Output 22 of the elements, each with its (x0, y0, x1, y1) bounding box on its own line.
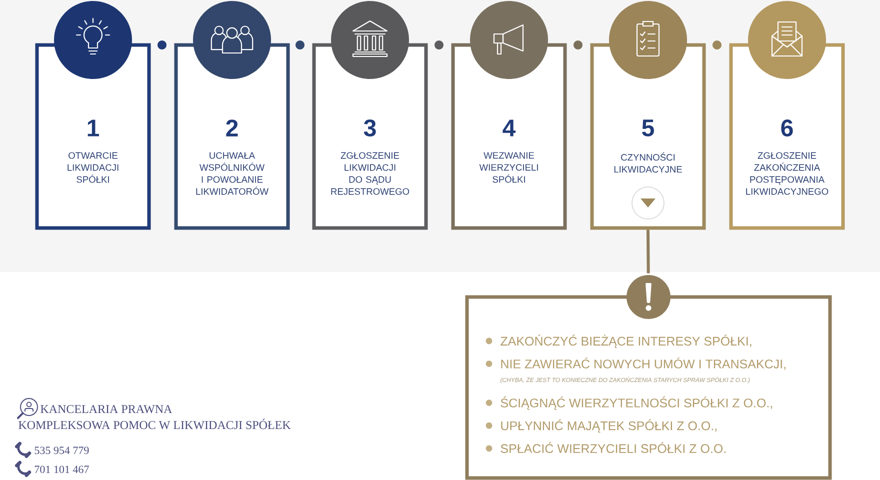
step-number: 2 (226, 120, 238, 136)
step-title: ZGŁOSZENIE LIKWIDACJI DO SĄDU REJESTROWEGO (331, 152, 410, 195)
step-number: 6 (781, 120, 793, 136)
step-title: WEZWANIE WIERZYCIELI SPÓŁKI (479, 152, 538, 183)
step-title: CZYNNOŚCI LIKWIDACYJNE (614, 152, 682, 173)
tagline-text: KOMPLEKSOWA POMOC W LIKWIDACJI SPÓŁEK (18, 418, 291, 430)
step-number: 3 (364, 120, 376, 137)
phone-number: 701 101 467 (34, 466, 89, 474)
list-item: SPŁACIĆ WIERZYCIELI SPÓŁKI Z O.O. (500, 442, 726, 454)
list-item: ZAKOŃCZYĆ BIEŻĄCE INTERESY SPÓŁKI, (500, 334, 752, 348)
step-number: 5 (642, 120, 654, 136)
list-item: UPŁYNNIĆ MAJĄTEK SPÓŁKI Z O.O., (501, 419, 716, 433)
list-item: NIE ZAWIERAĆ NOWYCH UMÓW I TRANSAKCJI, (501, 357, 786, 370)
step-title: ZGŁOSZENIE ZAKOŃCZENIA POSTĘPOWANIA LIKWIDACYJNEGO (746, 152, 828, 195)
step-title: OTWARCIE LIKWIDACJI SPÓŁKI (68, 152, 118, 183)
list-item: ŚCIĄGNĄĆ WIERZYTELNOŚCI SPÓŁKI Z O.O., (500, 396, 772, 410)
step-number: 1 (88, 120, 99, 136)
phone-number: 535 954 779 (34, 446, 89, 454)
step-number: 4 (502, 120, 516, 136)
connector-line (646, 230, 650, 274)
step-title: UCHWAŁA WSPÓLNIKÓW I POWOŁANIE LIKWIDATORÓW (196, 152, 268, 195)
heading-text: KANCELARIA PRAWNA (40, 405, 172, 414)
